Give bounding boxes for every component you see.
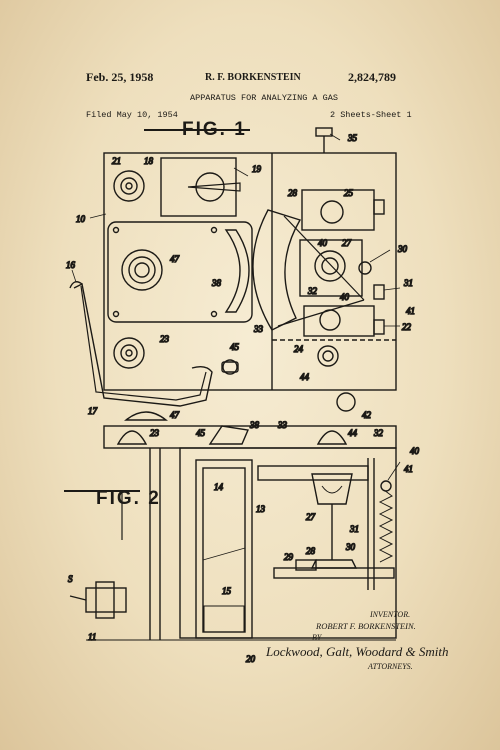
ref-31a: 31: [403, 278, 413, 288]
tube-17: [73, 282, 213, 407]
ref-23b: 23: [150, 428, 160, 438]
ref-s: S: [68, 574, 73, 584]
ref-45b: 45: [196, 428, 206, 438]
ref-38a: 38: [211, 278, 222, 288]
knob-47: [121, 249, 163, 291]
valve-38: [208, 425, 249, 445]
patent-title: APPARATUS FOR ANALYZING A GAS: [190, 93, 338, 103]
ref-28a: 28: [288, 188, 298, 198]
ref-20: 20: [246, 654, 256, 664]
knob-21: [113, 170, 145, 202]
ref-23a: 23: [160, 334, 170, 344]
attorneys-signature: Lockwood, Galt, Woodard & Smith: [266, 644, 449, 659]
ref-40c: 40: [410, 446, 420, 456]
spring-41: [378, 489, 394, 563]
lamp-27: [311, 473, 353, 505]
piston-15: [203, 605, 245, 633]
knob-23: [113, 337, 145, 369]
ref-33b: 33: [277, 420, 288, 430]
ref-47b: 47: [170, 410, 180, 420]
ref-15: 15: [222, 586, 232, 596]
ref-40a: 40: [318, 238, 328, 248]
inventor-signature: ROBERT F. BORKENSTEIN.: [316, 621, 416, 631]
patent-date: Feb. 25, 1958: [86, 70, 154, 84]
base-29: [273, 567, 395, 579]
fig2-housing: [179, 447, 397, 639]
attorneys-label: ATTORNEYS.: [368, 662, 413, 671]
ref-27b: 27: [306, 512, 316, 522]
ref-40b: 40: [340, 292, 350, 302]
ref-32b: 32: [373, 428, 384, 438]
ref-44b: 44: [348, 428, 358, 438]
sheet-count: 2 Sheets-Sheet 1: [330, 110, 412, 120]
ref-38b: 38: [249, 420, 260, 430]
ref-33a: 33: [253, 324, 264, 334]
ball-42: [336, 392, 356, 412]
ref-19: 19: [252, 164, 262, 174]
block-28: [295, 559, 317, 571]
ref-30b: 30: [345, 542, 356, 552]
ref-10: 10: [76, 214, 86, 224]
ref-17: 17: [88, 406, 98, 416]
ref-22: 22: [402, 322, 412, 332]
ref-41a: 41: [406, 306, 415, 316]
by-label: BY: [312, 633, 322, 642]
ref-30: 30: [397, 244, 408, 254]
ref-32a: 32: [307, 286, 318, 296]
arc-scale-33: [252, 209, 302, 331]
ref-25: 25: [344, 188, 354, 198]
ref-31b: 31: [349, 524, 359, 534]
ref-47a: 47: [170, 254, 180, 264]
cap-44: [316, 430, 348, 445]
chamber-25: [320, 200, 344, 224]
valve-24: [317, 345, 339, 367]
cap-23: [116, 430, 148, 445]
ref-44a: 44: [300, 372, 310, 382]
ref-21: 21: [112, 156, 121, 166]
fitting-s: [85, 587, 127, 613]
ref-11: 11: [88, 632, 96, 642]
dial-18: [160, 157, 237, 217]
scale-38: [224, 229, 250, 313]
meter-panel: [107, 221, 253, 323]
cylinder-13: [195, 459, 253, 639]
ref-27a: 27: [342, 238, 352, 248]
patent-number: 2,824,789: [348, 70, 396, 84]
knob-35: [315, 127, 333, 137]
ref-16: 16: [66, 260, 76, 270]
ref-41b: 41: [404, 464, 413, 474]
ref-13: 13: [256, 504, 266, 514]
fig1-housing: [103, 152, 397, 391]
inventor-label: INVENTOR.: [370, 610, 411, 619]
cap-47: [124, 411, 168, 421]
ref-18: 18: [144, 156, 154, 166]
chamber-27: [314, 250, 346, 282]
ref-35: 35: [347, 133, 358, 143]
ref-14: 14: [214, 482, 224, 492]
ref-42: 42: [362, 410, 372, 420]
filed-date: Filed May 10, 1954: [86, 110, 178, 120]
ref-28b: 28: [306, 546, 316, 556]
ref-29: 29: [284, 552, 294, 562]
inventor-header: R. F. BORKENSTEIN: [205, 72, 301, 83]
fig2-label: FIG. 2: [96, 488, 161, 509]
switch-45: [222, 359, 238, 375]
ref-45a: 45: [230, 342, 240, 352]
ref-24: 24: [294, 344, 304, 354]
